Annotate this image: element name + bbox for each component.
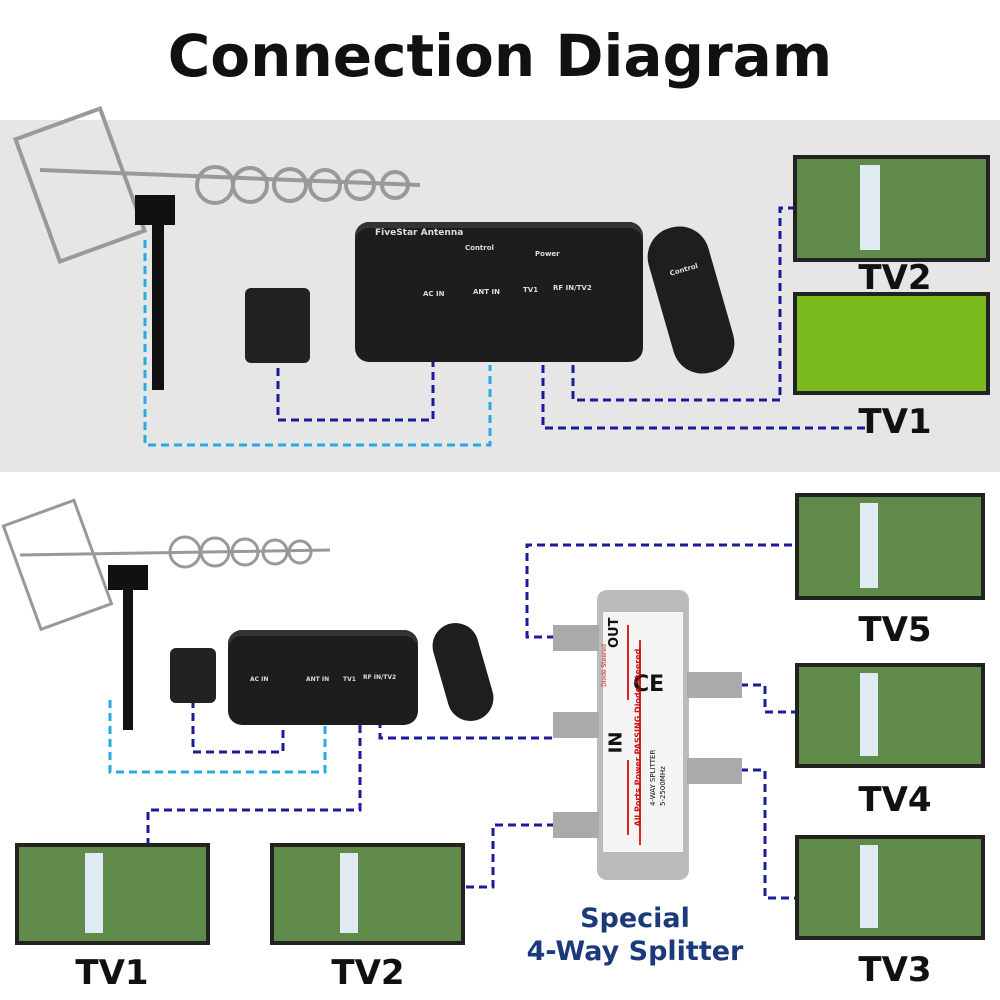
port-label-ac-in: AC IN	[250, 676, 269, 683]
tv4-cable	[740, 683, 795, 714]
splitter-face: OUT IN CE All Ports Power PASSING Diode …	[600, 612, 683, 852]
port-label-ant-in: ANT IN	[473, 288, 500, 296]
splitter-passing-text: All Ports Power PASSING Diode Steered	[633, 648, 643, 827]
tv-screens	[15, 155, 990, 945]
brand-label: FiveStar Antenna	[375, 228, 464, 238]
tv2-cable-bottom	[465, 823, 555, 889]
splitter-frequency: 5-2500MHz	[659, 766, 667, 806]
splitter-in-label: IN	[605, 731, 627, 754]
port-label-ant-in: ANT IN	[306, 676, 330, 683]
splitter-in-cable	[378, 720, 555, 740]
port-label-rf-in-tv2: RF IN/TV2	[363, 674, 397, 681]
tv1-cable-bottom	[146, 725, 362, 845]
port-label-ac-in: AC IN	[423, 290, 445, 298]
antenna-cable-top	[143, 240, 492, 447]
power-adapter-top	[245, 288, 310, 363]
tv2-top-screen	[793, 155, 990, 262]
splitter-model: 4-WAY SPLITTER	[649, 749, 657, 806]
power-label: Power	[535, 250, 560, 258]
power-cable-bottom	[191, 700, 285, 754]
power-adapter-bottom	[170, 648, 216, 703]
remote-label: Control	[668, 261, 699, 278]
splitter-caption-line2: 4-Way Splitter	[526, 936, 744, 967]
tv5-label: TV5	[858, 610, 932, 650]
antenna-top	[12, 105, 421, 390]
tv2-top-label: TV2	[858, 258, 932, 298]
control-label: Control	[465, 244, 494, 252]
port-label-tv1: TV1	[523, 286, 539, 294]
power-cable-top	[276, 340, 435, 422]
tv2-bottom-screen	[270, 843, 465, 945]
tv3-label: TV3	[858, 950, 932, 990]
port-label-tv1: TV1	[343, 676, 356, 683]
tv2-cable-top	[571, 206, 795, 402]
tv4-screen	[795, 663, 985, 768]
page-title: Connection Diagram	[167, 22, 833, 90]
tv1-bottom-screen	[15, 843, 210, 945]
port-label-rf-in-tv2: RF IN/TV2	[553, 284, 592, 292]
antenna-bottom	[1, 498, 331, 730]
tv1-top-screen	[793, 292, 990, 395]
tv5-cable	[525, 543, 795, 639]
tv1-cable-top	[541, 365, 870, 430]
tv5-screen	[795, 493, 985, 600]
splitter-caption-line1: Special	[580, 903, 690, 934]
tv1-bottom-label: TV1	[75, 953, 149, 993]
splitter-caption: Special 4-Way Splitter	[520, 902, 750, 968]
tv1-top-label: TV1	[858, 402, 932, 442]
splitter-out-label: OUT	[607, 617, 622, 648]
four-way-splitter	[553, 590, 742, 880]
tv3-cable	[740, 768, 795, 900]
tv4-label: TV4	[858, 780, 932, 820]
diode-steered-label: Diode Steered	[600, 644, 608, 687]
amplifier-box-top: FiveStar Antenna Control Power AC IN ANT…	[355, 222, 643, 362]
ce-mark: CE	[633, 672, 665, 697]
tv3-screen	[795, 835, 985, 940]
amplifier-box-bottom: AC IN ANT IN TV1 RF IN/TV2	[228, 630, 418, 725]
tv2-bottom-label: TV2	[331, 953, 405, 993]
antenna-cable-bottom	[108, 700, 327, 774]
